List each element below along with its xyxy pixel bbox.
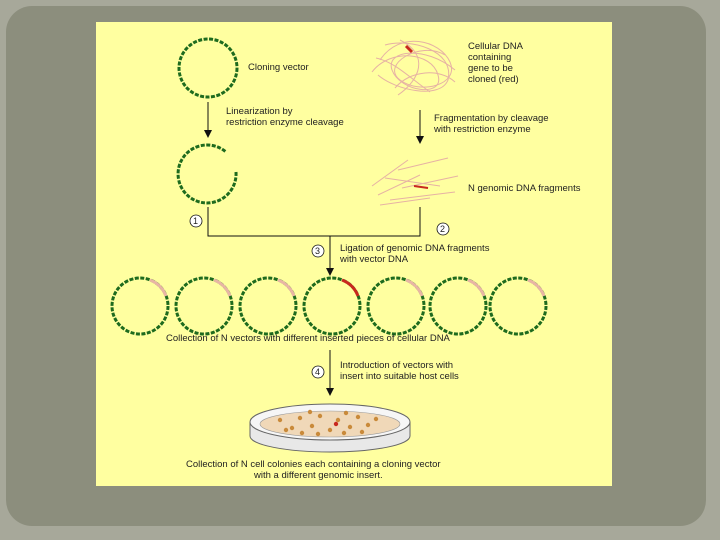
fragmentation-label: Fragmentation by cleavage with restricti… [433, 113, 549, 135]
recombinant-vector [176, 278, 232, 334]
linearized-vector [178, 145, 236, 203]
recombinant-vector-with-gene [304, 278, 360, 334]
svg-text:with a different genomic inser: with a different genomic insert. [253, 470, 383, 481]
svg-text:gene to be: gene to be [468, 63, 513, 74]
recombinant-vector [240, 278, 296, 334]
svg-text:containing: containing [468, 52, 511, 63]
collection-vectors-label: Collection of N vectors with different i… [166, 333, 451, 344]
introduction-label: Introduction of vectors with insert into… [340, 360, 459, 382]
recombinant-vector [112, 278, 168, 334]
svg-text:Introduction of vectors with: Introduction of vectors with [340, 360, 453, 371]
svg-text:Cellular DNA: Cellular DNA [468, 41, 524, 52]
gene-red-fragment [414, 186, 428, 188]
step-2-number: 2 [440, 224, 445, 234]
step-1-number: 1 [193, 216, 198, 226]
collection-colonies-label: Collection of N cell colonies each conta… [186, 459, 441, 481]
cellular-dna-label: Cellular DNA containing gene to be clone… [468, 41, 524, 85]
n-fragments-label: N genomic DNA fragments [468, 183, 581, 194]
svg-text:with restriction enzyme: with restriction enzyme [433, 124, 531, 135]
cloning-vector-label: Cloning vector [248, 62, 309, 73]
recombinant-vector [368, 278, 424, 334]
petri-dish [250, 404, 410, 452]
svg-text:Linearization by: Linearization by [226, 106, 293, 117]
recombinant-vector [430, 278, 486, 334]
gene-colony [334, 422, 338, 426]
cellular-dna-tangle [372, 40, 455, 95]
step-4-number: 4 [315, 367, 320, 377]
svg-text:Collection of N cell colonies: Collection of N cell colonies each conta… [186, 459, 441, 470]
ligation-label: Ligation of genomic DNA fragments with v… [339, 243, 490, 265]
join-line [208, 207, 420, 236]
svg-text:Fragmentation by cleavage: Fragmentation by cleavage [434, 113, 549, 124]
recombinant-vector [490, 278, 546, 334]
step-3-number: 3 [315, 246, 320, 256]
svg-text:insert into suitable host cell: insert into suitable host cells [340, 371, 459, 382]
genomic-fragments [372, 158, 458, 205]
svg-text:Ligation of genomic DNA fragme: Ligation of genomic DNA fragments [340, 243, 490, 254]
vector-collection [112, 278, 546, 334]
svg-text:with vector DNA: with vector DNA [339, 254, 409, 265]
svg-text:restriction enzyme cleavage: restriction enzyme cleavage [226, 117, 344, 128]
svg-text:cloned (red): cloned (red) [468, 74, 519, 85]
cloning-vector-circle [179, 39, 237, 97]
linearization-label: Linearization by restriction enzyme clea… [226, 106, 344, 128]
